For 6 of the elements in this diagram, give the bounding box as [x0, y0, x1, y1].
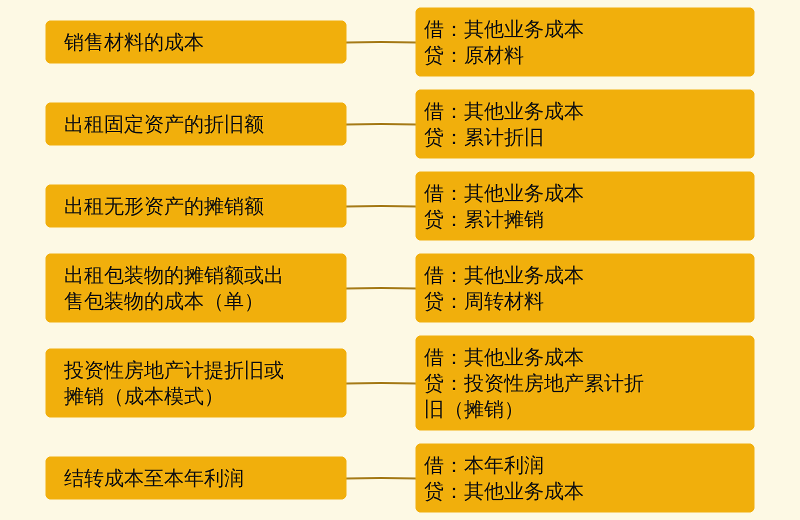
- connector: [346, 123, 417, 126]
- connector: [346, 382, 417, 384]
- connector: [346, 287, 417, 290]
- connector: [346, 477, 417, 480]
- connector: [346, 205, 417, 208]
- connector: [346, 41, 417, 44]
